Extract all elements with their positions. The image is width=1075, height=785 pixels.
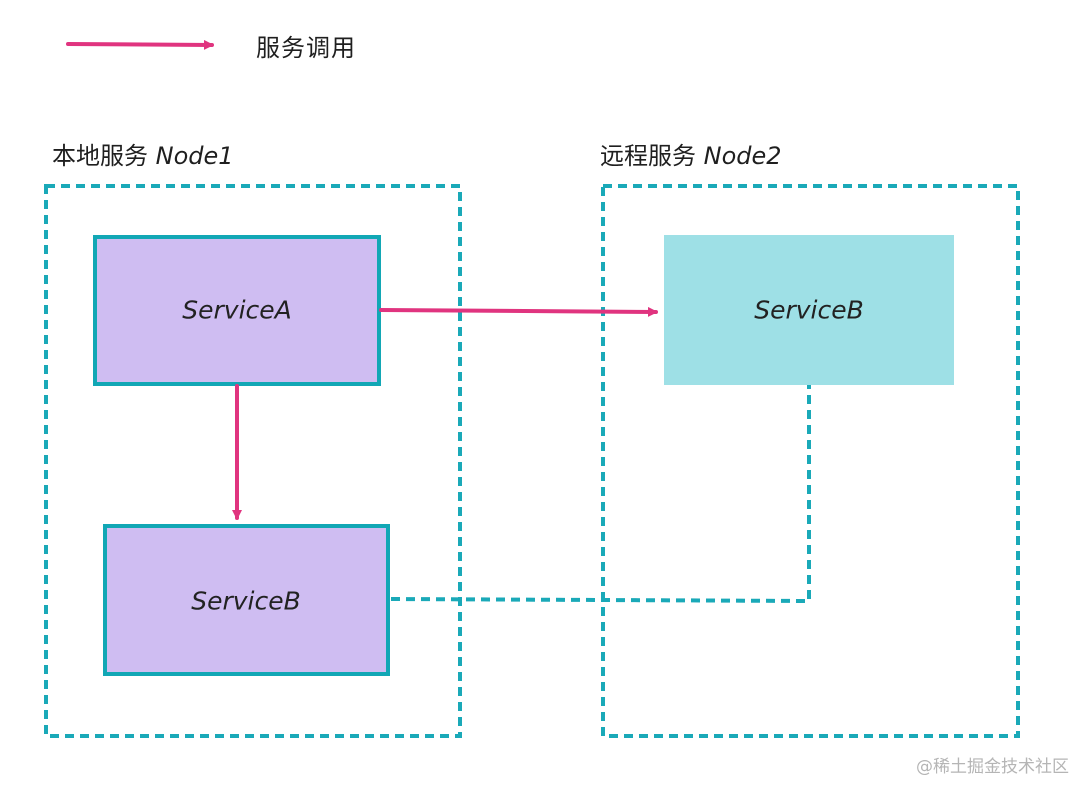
node2-title-cn: 远程服务 bbox=[600, 142, 696, 170]
node1-title-cn: 本地服务 bbox=[52, 142, 148, 170]
node2-group-boundary bbox=[601, 184, 1020, 738]
service-b-local-box[interactable] bbox=[103, 524, 390, 676]
node1-title-node: Node1 bbox=[155, 142, 234, 170]
service-a-label: ServiceA bbox=[182, 295, 292, 325]
serviceb-link-dashed bbox=[390, 384, 811, 604]
node1-title: 本地服务 Node1 bbox=[52, 136, 234, 171]
service-b-remote-label: ServiceB bbox=[754, 295, 864, 325]
legend-arrow bbox=[66, 39, 214, 50]
node1-group-boundary bbox=[44, 184, 462, 738]
node2-title-node: Node2 bbox=[703, 142, 782, 170]
service-a-box[interactable] bbox=[93, 235, 381, 386]
service-b-local-label: ServiceB bbox=[191, 586, 301, 616]
call-arrow-a-to-b-remote bbox=[379, 306, 658, 317]
service-b-remote-box[interactable] bbox=[664, 235, 954, 385]
legend-label: 服务调用 bbox=[256, 34, 356, 62]
watermark-text: @稀土掘金技术社区 bbox=[916, 757, 1069, 777]
node2-title: 远程服务 Node2 bbox=[600, 136, 782, 171]
